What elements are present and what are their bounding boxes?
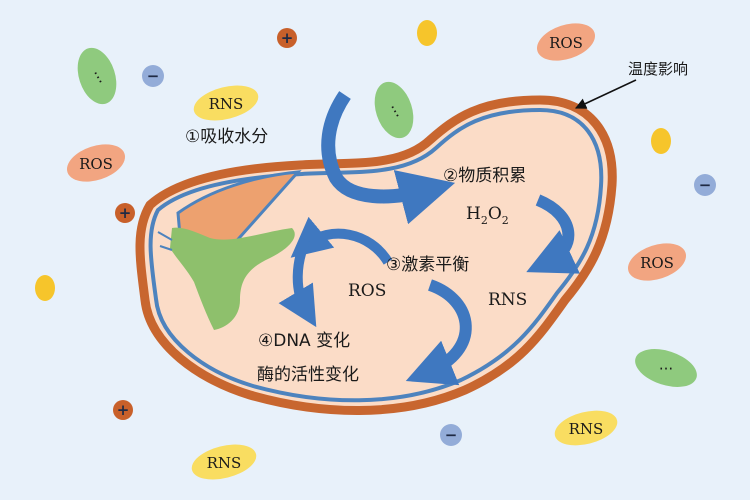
minus-charge: −	[694, 174, 716, 196]
yellow-dot	[35, 275, 55, 301]
minus-charge: −	[440, 424, 462, 446]
arrow-accumulation-to-balance	[526, 194, 580, 274]
green-organelle	[170, 227, 295, 330]
cell-membrane	[148, 107, 604, 403]
yellow-dot	[417, 20, 437, 46]
rns-bubble: RNS	[191, 444, 257, 480]
arrow-balance-up	[290, 216, 393, 265]
svg-text:−: −	[147, 67, 160, 85]
step-4-label-line1: ④DNA 变化	[258, 331, 350, 351]
minus-charge: −	[142, 65, 164, 87]
arrow-water-in	[321, 91, 456, 225]
yellow-dot	[651, 128, 671, 154]
svg-text:−: −	[445, 426, 458, 444]
svg-text:+: +	[119, 204, 132, 222]
inner-rns-label: RNS	[488, 290, 527, 310]
green-bubble: ···	[374, 81, 414, 139]
temperature-label: 温度影响	[628, 60, 688, 78]
arrow-to-dna	[278, 237, 317, 328]
plus-charge: +	[113, 400, 133, 420]
ros-bubble: ROS	[66, 144, 126, 182]
arrow-to-enzyme	[405, 279, 472, 386]
step-4-label-line2: 酶的活性变化	[257, 365, 359, 385]
plus-charge: +	[277, 28, 297, 48]
rns-bubble: RNS	[554, 410, 618, 446]
cell-wall	[135, 95, 617, 415]
svg-text:ROS: ROS	[640, 254, 674, 272]
svg-text:+: +	[281, 29, 294, 47]
plus-charge: +	[115, 203, 135, 223]
wall-channel	[157, 231, 173, 251]
svg-text:···: ···	[659, 360, 673, 378]
rns-bubble: RNS	[193, 85, 259, 121]
svg-text:RNS: RNS	[209, 95, 244, 113]
svg-text:RNS: RNS	[207, 454, 242, 472]
temperature-pointer	[574, 79, 637, 109]
inner-ros-label: ROS	[348, 281, 386, 301]
step-3-label: ③激素平衡	[386, 255, 469, 275]
svg-text:ROS: ROS	[549, 34, 583, 52]
ros-bubble: ROS	[536, 23, 596, 61]
svg-text:RNS: RNS	[569, 420, 604, 438]
ros-bubble: ROS	[627, 243, 687, 281]
green-bubble: ···	[635, 349, 697, 387]
step-2-label: ②物质积累	[443, 166, 526, 186]
svg-text:ROS: ROS	[79, 155, 113, 173]
svg-text:−: −	[699, 176, 712, 194]
svg-text:+: +	[117, 401, 130, 419]
green-bubble: ···	[77, 47, 117, 105]
h2o2-label: H2O2	[466, 204, 509, 227]
step-1-label: ①吸收水分	[185, 127, 268, 147]
